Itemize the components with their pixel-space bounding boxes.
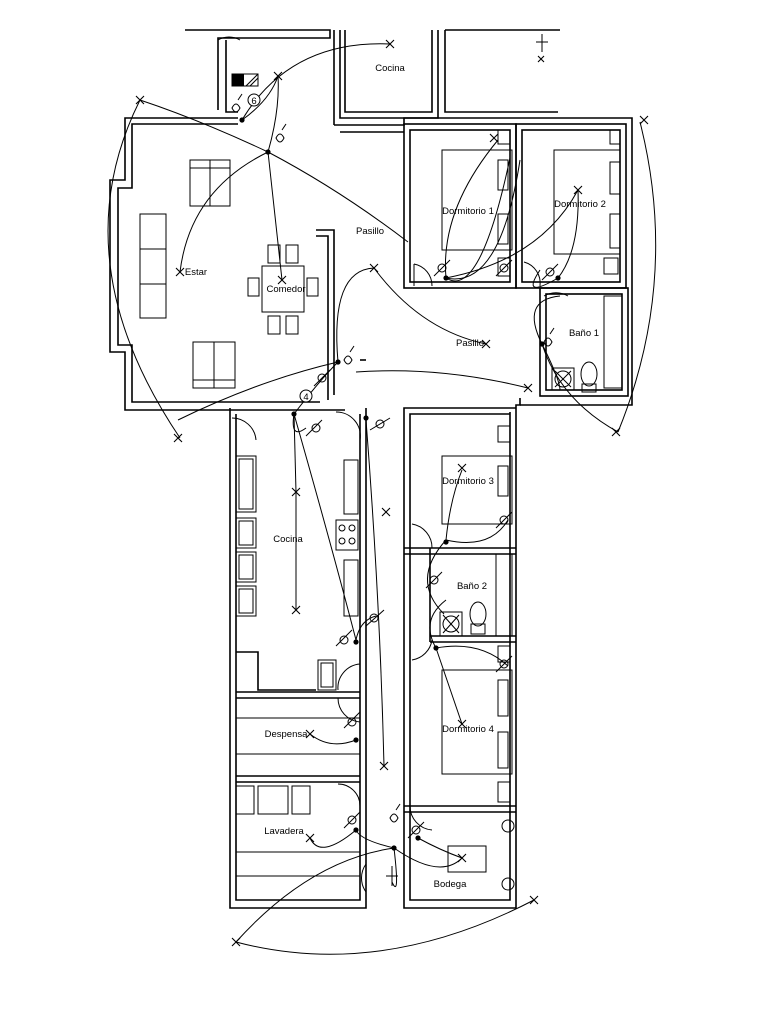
doors — [217, 36, 569, 893]
furniture — [139, 73, 623, 891]
label-bano-2: Baño 2 — [457, 581, 487, 592]
meter-symbol: 6 — [247, 93, 261, 107]
room-labels: Cocina Estar Comedor Pasillo Pasillo Dor… — [185, 63, 606, 890]
wiring — [107, 43, 657, 955]
label-cocina-top: Cocina — [375, 63, 405, 74]
label-comedor: Comedor — [266, 284, 305, 295]
junction-dots — [239, 117, 561, 851]
light-fixtures — [135, 39, 649, 947]
label-pasillo-2: Pasillo — [456, 338, 484, 349]
label-bano-1: Baño 1 — [569, 328, 599, 339]
meter-number: 6 — [251, 96, 256, 107]
label-dormitorio-3: Dormitorio 3 — [442, 476, 494, 487]
label-bodega: Bodega — [434, 879, 467, 890]
label-despensa: Despensa — [265, 729, 308, 740]
label-pasillo-1: Pasillo — [356, 226, 384, 237]
label-dormitorio-1: Dormitorio 1 — [442, 206, 494, 217]
walls — [109, 29, 633, 909]
label-cocina: Cocina — [273, 534, 303, 545]
label-lavadera: Lavadera — [264, 826, 304, 837]
circuit-number: 4 — [303, 392, 308, 403]
switch-symbols — [231, 34, 559, 886]
label-dormitorio-4: Dormitorio 4 — [442, 724, 494, 735]
label-dormitorio-2: Dormitorio 2 — [554, 199, 606, 210]
circuit-symbol: 4 — [299, 389, 313, 403]
label-estar: Estar — [185, 267, 207, 278]
